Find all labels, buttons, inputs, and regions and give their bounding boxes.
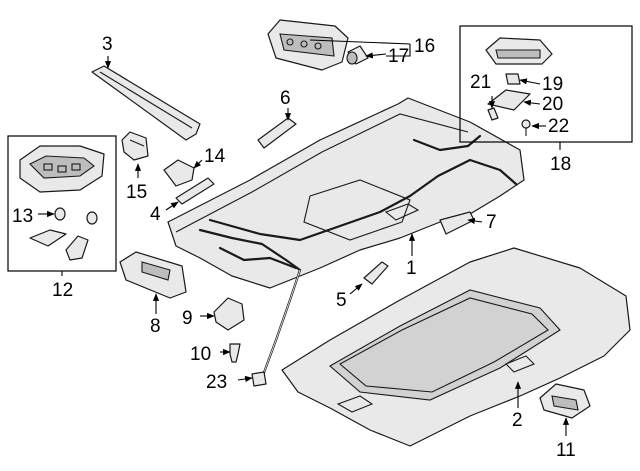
part-13-bulb[interactable]: [54, 207, 98, 225]
kit-box-18: [459, 25, 633, 143]
part-19-bulb[interactable]: [505, 73, 521, 85]
callout-22: 22: [548, 116, 569, 137]
part-4-trim-piece[interactable]: [175, 177, 215, 205]
part-11-map-lamp[interactable]: [539, 383, 591, 419]
callout-18: 18: [550, 154, 571, 175]
part-21-clip[interactable]: [487, 107, 499, 121]
callout-13: 13: [12, 206, 33, 227]
callout-3: 3: [102, 34, 113, 55]
part-15-bracket[interactable]: [121, 131, 149, 161]
callout-21: 21: [470, 72, 491, 93]
callout-16: 16: [414, 36, 435, 57]
callout-15: 15: [126, 182, 147, 203]
callout-23: 23: [206, 372, 227, 393]
part-18-lamp-assembly[interactable]: [485, 37, 553, 65]
callout-4: 4: [150, 204, 161, 225]
callout-8: 8: [150, 316, 161, 337]
leader-lines: [38, 39, 570, 436]
part-17-bulb[interactable]: [346, 45, 369, 65]
part-14-switch[interactable]: [163, 159, 195, 187]
part-10-clip[interactable]: [229, 343, 241, 363]
part-3-trim-strip[interactable]: [91, 65, 201, 141]
part-12-lamp-assembly[interactable]: [19, 145, 105, 193]
part-1-headliner[interactable]: [167, 97, 525, 289]
part-16-console-lamp[interactable]: [267, 19, 349, 71]
part-23-wiring-harness[interactable]: [198, 134, 518, 387]
part-22-screw[interactable]: [521, 119, 531, 136]
part-9-bracket[interactable]: [213, 297, 245, 331]
callout-7: 7: [486, 212, 497, 233]
lens-parts[interactable]: [29, 229, 89, 261]
part-2-headliner[interactable]: [281, 247, 631, 447]
callout-6: 6: [280, 88, 291, 109]
callout-12: 12: [52, 280, 73, 301]
callout-10: 10: [190, 344, 211, 365]
part-8-sun-visor[interactable]: [119, 251, 187, 299]
part-20-lens[interactable]: [487, 89, 531, 111]
callout-19: 19: [542, 74, 563, 95]
callout-11: 11: [556, 440, 576, 461]
part-6-grab-handle[interactable]: [257, 117, 297, 149]
callout-2: 2: [512, 410, 523, 431]
callout-17: 17: [388, 46, 409, 67]
callout-1: 1: [406, 258, 417, 279]
callout-labels: 3 6 14 15 4 1 7 5 8 9 10 23 2 11 13 12 1…: [12, 34, 576, 461]
callout-14: 14: [204, 146, 226, 167]
part-5-grab-handle[interactable]: [363, 261, 389, 285]
callout-5: 5: [336, 290, 347, 311]
callout-20: 20: [542, 94, 563, 115]
callout-9: 9: [182, 308, 193, 329]
